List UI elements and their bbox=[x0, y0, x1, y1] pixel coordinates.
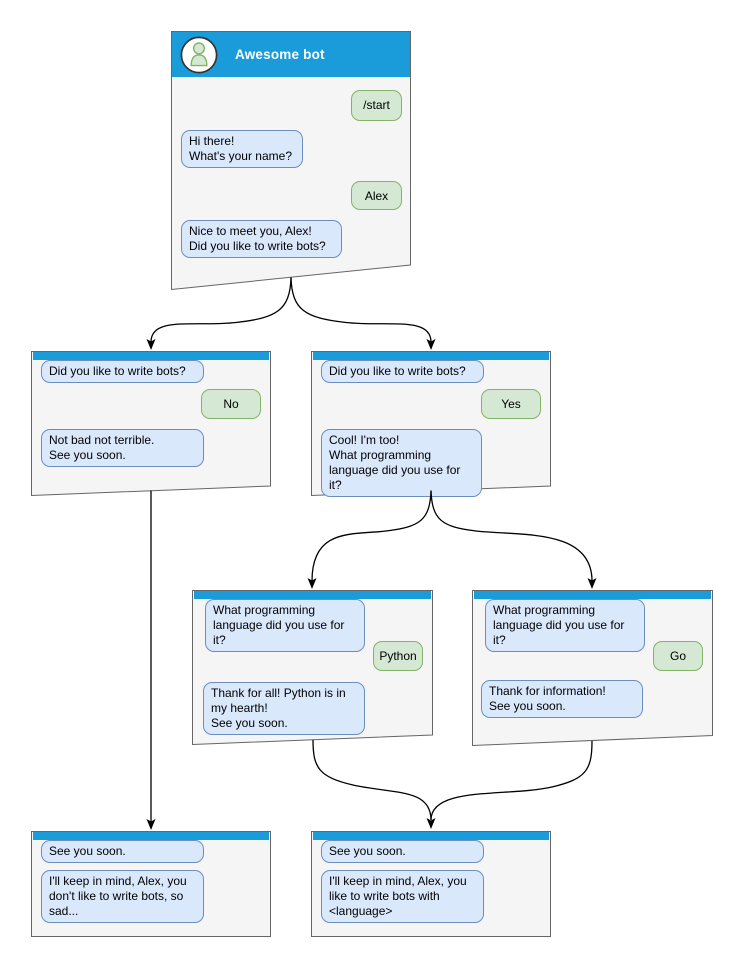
window-titlebar: Awesome bot bbox=[172, 32, 410, 77]
user-message: Python bbox=[373, 641, 423, 671]
bot-message: What programming language did you use fo… bbox=[485, 599, 645, 652]
bot-message: I'll keep in mind, Alex, you don't like … bbox=[41, 870, 204, 923]
bot-message: See you soon. bbox=[321, 840, 484, 863]
user-message: Alex bbox=[351, 181, 402, 210]
bot-message: Thank for all! Python is in my hearth! S… bbox=[203, 682, 365, 735]
edge-yes-branch-to-go-branch bbox=[430, 490, 597, 589]
window-titlebar bbox=[33, 832, 269, 840]
window-end-no: See you soon. I'll keep in mind, Alex, y… bbox=[31, 831, 271, 937]
window-titlebar bbox=[313, 352, 549, 360]
user-message: Go bbox=[653, 641, 703, 671]
arrowhead-icon bbox=[307, 578, 317, 589]
window-titlebar bbox=[33, 352, 269, 360]
bot-message: Did you like to write bots? bbox=[41, 360, 204, 383]
user-message: No bbox=[201, 389, 261, 419]
bot-message: See you soon. bbox=[41, 840, 204, 863]
edge-go-branch-to-end-yes bbox=[430, 740, 593, 821]
bot-message: Hi there! What's your name? bbox=[181, 130, 303, 168]
window-no-branch: Did you like to write bots? No Not bad n… bbox=[31, 351, 271, 496]
arrowhead-icon bbox=[146, 819, 156, 830]
window-titlebar bbox=[474, 591, 711, 599]
bot-message: Nice to meet you, Alex! Did you like to … bbox=[181, 220, 342, 258]
bot-message: What programming language did you use fo… bbox=[205, 599, 365, 652]
bot-message: Did you like to write bots? bbox=[321, 360, 484, 383]
bot-message: Cool! I'm too! What programming language… bbox=[321, 429, 482, 497]
arrowhead-icon bbox=[587, 578, 597, 589]
edge-no-branch-to-end-no bbox=[146, 490, 156, 830]
window-titlebar bbox=[194, 591, 431, 599]
window-yes-branch: Did you like to write bots? Yes Cool! I'… bbox=[311, 351, 551, 497]
edge-python-branch-to-end-yes bbox=[312, 739, 436, 829]
window-titlebar bbox=[313, 832, 549, 840]
arrowhead-icon bbox=[426, 339, 436, 350]
edge-yes-branch-to-python-branch bbox=[307, 490, 432, 589]
arrowhead-icon bbox=[426, 818, 436, 829]
window-title: Awesome bot bbox=[235, 47, 325, 62]
window-awesome-bot: Awesome bot /start Hi there! What's your… bbox=[171, 31, 411, 290]
bot-message: Not bad not terrible. See you soon. bbox=[41, 429, 204, 467]
user-message: /start bbox=[351, 90, 402, 121]
window-end-yes: See you soon. I'll keep in mind, Alex, y… bbox=[311, 831, 551, 937]
window-go-branch: What programming language did you use fo… bbox=[472, 590, 713, 746]
window-python-branch: What programming language did you use fo… bbox=[192, 590, 433, 745]
user-message: Yes bbox=[481, 389, 541, 419]
bot-message: Thank for information! See you soon. bbox=[481, 680, 643, 718]
bot-message: I'll keep in mind, Alex, you like to wri… bbox=[321, 870, 484, 923]
bot-avatar-icon bbox=[180, 36, 218, 73]
arrowhead-icon bbox=[146, 339, 156, 350]
